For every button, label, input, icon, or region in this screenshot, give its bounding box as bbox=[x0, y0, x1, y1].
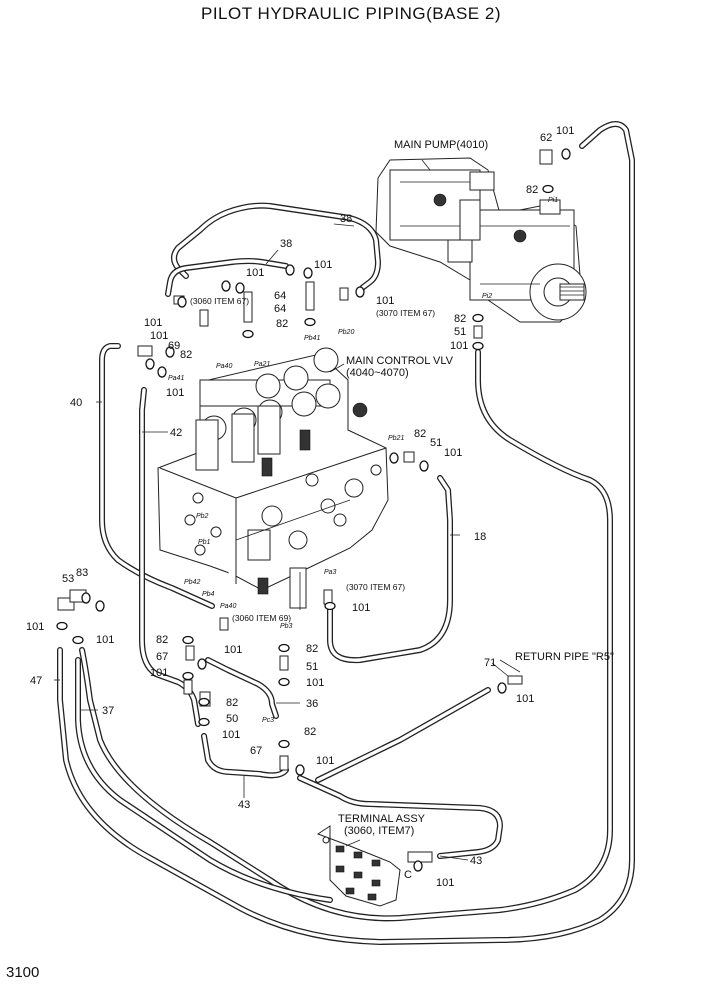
callout-64-b: 64 bbox=[274, 303, 286, 315]
callout-53: 53 bbox=[62, 573, 74, 585]
callout-101-c: 101 bbox=[376, 295, 394, 307]
callout-101-m: 101 bbox=[306, 677, 324, 689]
callout-51-c: 51 bbox=[306, 661, 318, 673]
main-pump bbox=[375, 157, 587, 323]
callout-101-b: 101 bbox=[246, 267, 264, 279]
callout-101-k: 101 bbox=[224, 644, 242, 656]
port-pb41: Pb41 bbox=[304, 335, 320, 342]
callout-43-a: 43 bbox=[238, 799, 250, 811]
port-pa3: Pa3 bbox=[324, 569, 337, 576]
callout-40: 40 bbox=[70, 397, 82, 409]
port-pb20: Pb20 bbox=[338, 329, 354, 336]
leader-lines bbox=[54, 159, 521, 861]
port-pa41: Pa41 bbox=[168, 375, 184, 382]
mcv-label-2: (4040~4070) bbox=[346, 367, 409, 379]
port-pi2: Pi2 bbox=[482, 293, 492, 300]
callout-101-g: 101 bbox=[444, 447, 462, 459]
callout-82-e: 82 bbox=[306, 643, 318, 655]
port-pa40b: Pa40 bbox=[220, 603, 236, 610]
port-pc3: Pc3 bbox=[262, 717, 274, 724]
pipes bbox=[57, 121, 635, 945]
callout-101-d: 101 bbox=[144, 317, 162, 329]
callout-82-f: 82 bbox=[226, 697, 238, 709]
note-3060-item67: (3060 ITEM 67) bbox=[190, 296, 249, 306]
pipe-37 bbox=[75, 657, 333, 903]
callout-69: 69 bbox=[168, 340, 180, 352]
note-3070-item67-a: (3070 ITEM 67) bbox=[376, 308, 435, 318]
callout-101-a: 101 bbox=[314, 259, 332, 271]
terminal-label-2: (3060, ITEM7) bbox=[344, 825, 414, 837]
note-3060-item69: (3060 ITEM 69) bbox=[232, 613, 291, 623]
callout-83: 83 bbox=[76, 567, 88, 579]
callout-47: 47 bbox=[30, 675, 42, 687]
port-pa21: Pa21 bbox=[254, 361, 270, 368]
pipe-pump-outer bbox=[57, 121, 635, 945]
pipe-43-terminal bbox=[297, 775, 503, 859]
callout-67-b: 67 bbox=[250, 745, 262, 757]
pipe-38-top bbox=[171, 202, 381, 291]
terminal-assy bbox=[316, 825, 433, 907]
callout-82-pi2: 82 bbox=[454, 313, 466, 325]
callout-101-f: 101 bbox=[166, 387, 184, 399]
pipe-40 bbox=[99, 343, 215, 609]
callout-82-b: 82 bbox=[180, 349, 192, 361]
pipe-43-lower bbox=[201, 733, 289, 779]
port-pi1: Pi1 bbox=[548, 197, 558, 204]
callout-101-e: 101 bbox=[150, 330, 168, 342]
callout-101-j: 101 bbox=[352, 602, 370, 614]
callout-71: 71 bbox=[484, 657, 496, 669]
callout-62: 62 bbox=[540, 132, 552, 144]
callout-101-pi2: 101 bbox=[450, 340, 468, 352]
callout-101-l: 101 bbox=[150, 667, 168, 679]
mcv-label-1: MAIN CONTROL VLV bbox=[346, 355, 454, 367]
port-pb4: Pb4 bbox=[202, 591, 215, 598]
terminal-port-c: C bbox=[404, 869, 412, 881]
callout-101-q: 101 bbox=[436, 877, 454, 889]
callout-101-n: 101 bbox=[222, 729, 240, 741]
callout-50: 50 bbox=[226, 713, 238, 725]
callout-82-a: 82 bbox=[276, 318, 288, 330]
port-pb21: Pb21 bbox=[388, 435, 404, 442]
pipe-return bbox=[315, 687, 491, 783]
return-pipe-label: RETURN PIPE "R5" bbox=[515, 651, 614, 663]
port-pb2: Pb2 bbox=[196, 513, 209, 520]
callout-18: 18 bbox=[474, 531, 486, 543]
page-number: 3100 bbox=[6, 964, 40, 981]
note-3070-item67-b: (3070 ITEM 67) bbox=[346, 582, 405, 592]
callout-51-b: 51 bbox=[430, 437, 442, 449]
callout-101-i: 101 bbox=[96, 634, 114, 646]
callout-82-d: 82 bbox=[156, 634, 168, 646]
callout-82-g: 82 bbox=[304, 726, 316, 738]
callout-42: 42 bbox=[170, 427, 182, 439]
diagram-title: PILOT HYDRAULIC PIPING(BASE 2) bbox=[201, 4, 501, 23]
callout-82-c: 82 bbox=[414, 428, 426, 440]
callout-38-top: 38 bbox=[340, 213, 352, 225]
pipe-pi2-long bbox=[79, 349, 613, 922]
callout-82-pi1: 82 bbox=[526, 184, 538, 196]
pipe-36 bbox=[205, 657, 279, 719]
port-pb42: Pb42 bbox=[184, 579, 200, 586]
main-control-valve bbox=[157, 347, 389, 610]
callout-36: 36 bbox=[306, 698, 318, 710]
callout-101-o: 101 bbox=[516, 693, 534, 705]
port-pb1: Pb1 bbox=[198, 539, 211, 546]
callout-67-a: 67 bbox=[156, 651, 168, 663]
callout-37: 37 bbox=[102, 705, 114, 717]
main-pump-label: MAIN PUMP(4010) bbox=[394, 139, 488, 151]
callout-101-h: 101 bbox=[26, 621, 44, 633]
callout-101-pump: 101 bbox=[556, 125, 574, 137]
pipe-18 bbox=[327, 475, 453, 664]
pipe-38-mid bbox=[165, 258, 289, 297]
callout-43-b: 43 bbox=[470, 855, 482, 867]
callout-64-a: 64 bbox=[274, 290, 286, 302]
terminal-label-1: TERMINAL ASSY bbox=[338, 813, 426, 825]
callout-101-p: 101 bbox=[316, 755, 334, 767]
port-pb3: Pb3 bbox=[280, 623, 293, 630]
port-pa40: Pa40 bbox=[216, 363, 232, 370]
o-rings bbox=[56, 148, 571, 872]
callout-51-pi2: 51 bbox=[454, 326, 466, 338]
callout-38-mid: 38 bbox=[280, 238, 292, 250]
